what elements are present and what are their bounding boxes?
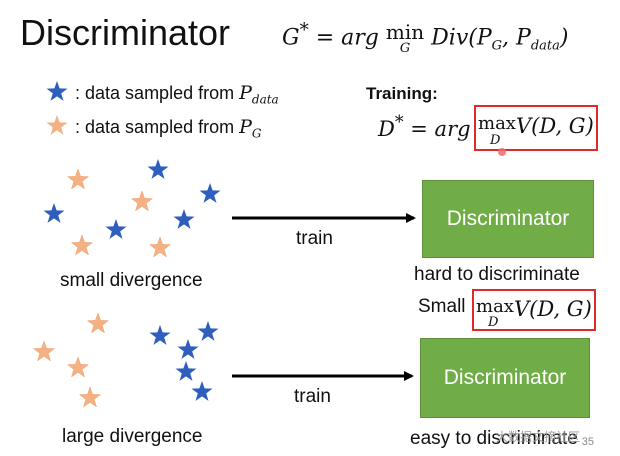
training-label: Training: bbox=[366, 84, 438, 103]
watermark-text: 大数据文摘社区 bbox=[496, 430, 581, 444]
discriminator-box-2: Discriminator bbox=[420, 338, 590, 418]
discriminator-box-1: Discriminator bbox=[422, 180, 594, 258]
train-label-2: train bbox=[294, 386, 331, 407]
large-divergence-cluster bbox=[33, 312, 219, 408]
legend-pg: : data sampled from PG bbox=[44, 114, 261, 141]
result-easy-to-discriminate: easy to discriminate bbox=[410, 428, 578, 449]
result-hard-to-discriminate: hard to discriminate bbox=[414, 264, 580, 285]
small-label: Small bbox=[418, 296, 466, 317]
page-number: 35 bbox=[581, 436, 594, 448]
train-arrow-1 bbox=[232, 213, 416, 223]
caption-large-divergence: large divergence bbox=[62, 426, 203, 447]
cursor-dot-icon bbox=[498, 148, 506, 156]
formula-discriminator-optimal: D* = arg bbox=[378, 113, 471, 141]
orange-star-icon bbox=[46, 115, 68, 135]
caption-small-divergence: small divergence bbox=[60, 270, 203, 291]
formula-generator-optimal: G* = arg min G Div(PG, Pdata) bbox=[282, 20, 569, 57]
legend-pdata: : data sampled from Pdata bbox=[44, 80, 279, 107]
blue-star-icon bbox=[46, 81, 68, 101]
train-label-1: train bbox=[296, 228, 333, 249]
small-divergence-cluster bbox=[43, 159, 221, 258]
slide-title: Discriminator bbox=[20, 12, 231, 53]
small-max-v-highlight: max D V(D, G) bbox=[472, 289, 596, 331]
max-v-highlight: max D V(D, G) bbox=[474, 105, 598, 151]
train-arrow-2 bbox=[232, 371, 414, 381]
